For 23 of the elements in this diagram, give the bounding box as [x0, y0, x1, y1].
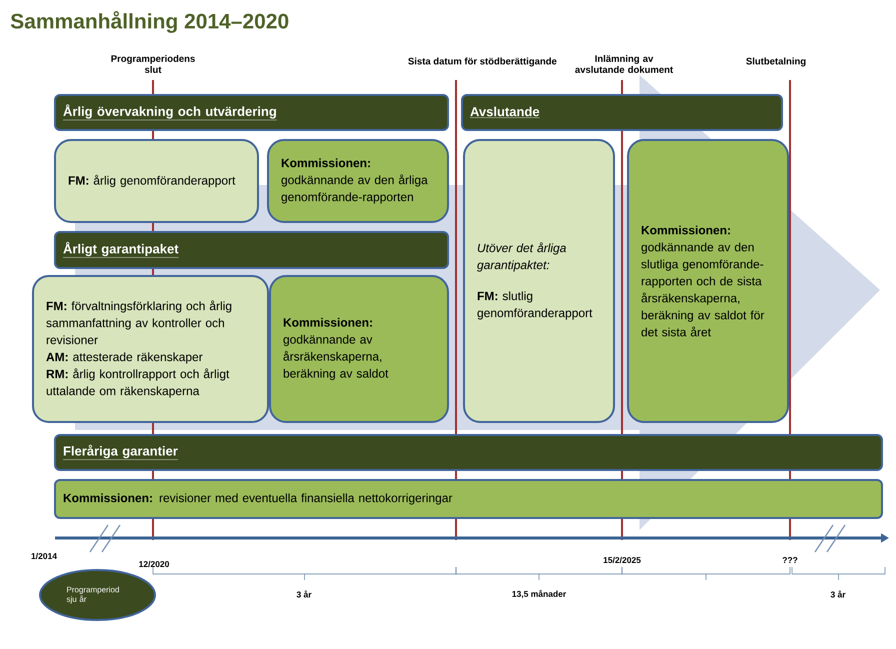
date-label: 12/2020 [139, 560, 169, 568]
milestone-label: Programperiodens slut [111, 55, 195, 73]
process-box: Utöver det årliga garantipaktet: FM: slutlig genomföranderapport [463, 139, 615, 423]
section-header-bar: Avslutande [461, 94, 783, 131]
section-header-bar: Årlig övervakning och utvärdering [54, 94, 449, 131]
date-label: 1/2014 [32, 552, 57, 560]
milestone-label: Slutbetalning [746, 58, 806, 66]
section-header-bar: Fleråriga garantier [54, 434, 883, 471]
duration-label: 3 år [296, 590, 312, 598]
approval-box: Kommissionen: godkännande av den slutliga genomförande-rapporten och de sista årsräkenskaperna, beräkning av saldot för det sista året [627, 139, 789, 423]
process-box: FM: förvaltningsförklaring och årlig sammanfattning av kontroller och revisioner AM: attesterade räkenskaper RM: årlig kontrollrapport och årligt uttalande om räkenskaperna [32, 275, 269, 423]
milestone-label: Sista datum för stödberättigande [408, 58, 556, 66]
date-label: ??? [782, 557, 798, 563]
duration-label: 13,5 månader [512, 590, 566, 598]
approval-box: Kommissionen: revisioner med eventuella finansiella nettokorrigeringar [54, 479, 883, 519]
duration-label: 3 år [830, 590, 846, 598]
approval-box: Kommissionen: godkännande av den årliga genomförande-rapporten [267, 139, 449, 223]
milestone-label: Inlämning av avslutande dokument [575, 55, 673, 73]
title: Sammanhållning 2014–2020 [10, 11, 288, 33]
approval-box: Kommissionen: godkännande av årsräkenskaperna, beräkning av saldot [269, 275, 449, 423]
process-box: FM: årlig genomföranderapport [54, 139, 259, 223]
date-label: 15/2/2025 [604, 556, 641, 564]
section-header-bar: Årligt garantipaket [54, 231, 449, 269]
